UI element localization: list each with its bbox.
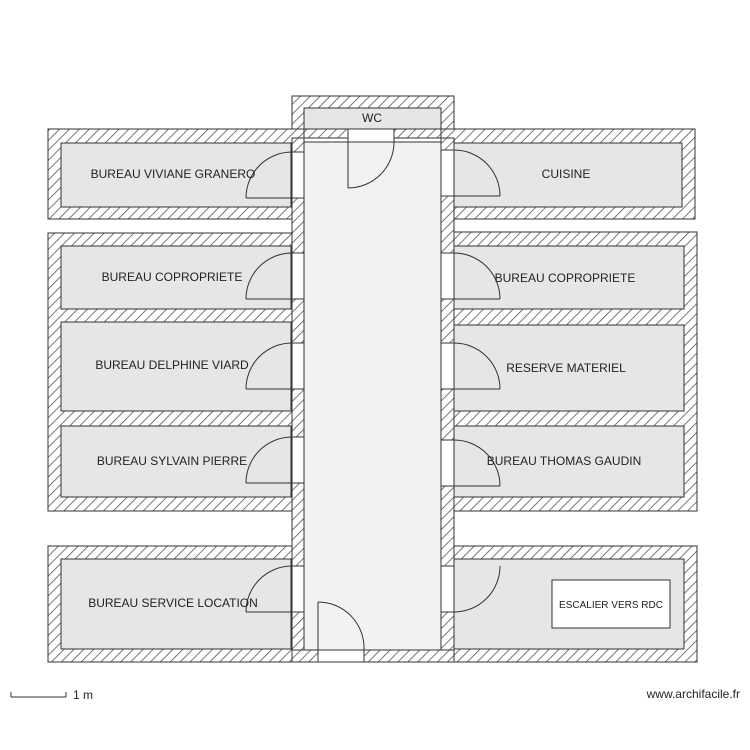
site-watermark: www.archifacile.fr: [646, 687, 740, 701]
label-copro-left: BUREAU COPROPRIETE: [102, 270, 243, 284]
label-thomas: BUREAU THOMAS GAUDIN: [487, 454, 641, 468]
label-copro-right: BUREAU COPROPRIETE: [495, 271, 636, 285]
scale-bar: [10, 692, 67, 698]
room-location: [60, 558, 292, 650]
door-copro-left: [245, 252, 305, 300]
label-wc: WC: [362, 111, 382, 125]
door-escalier: [440, 565, 501, 613]
door-location: [245, 565, 305, 613]
rooms: [60, 107, 685, 650]
label-delphine: BUREAU DELPHINE VIARD: [95, 358, 249, 372]
door-thomas: [440, 439, 501, 487]
room-reserve: [453, 324, 685, 412]
door-sylvain: [245, 436, 305, 484]
door-wc: [347, 128, 395, 189]
stair-box: [551, 579, 671, 629]
label-location: BUREAU SERVICE LOCATION: [88, 596, 258, 610]
door-cuisine: [440, 149, 501, 197]
door-entrance: [317, 601, 365, 663]
scale-label: 1 m: [73, 688, 94, 702]
label-escalier: ESCALIER VERS RDC: [559, 600, 663, 611]
door-viviane: [245, 151, 305, 199]
label-sylvain: BUREAU SYLVAIN PIERRE: [97, 454, 247, 468]
door-copro-right: [440, 252, 501, 300]
label-reserve: RESERVE MATERIEL: [506, 361, 626, 375]
room-delphine: [60, 321, 292, 412]
door-delphine: [245, 342, 305, 390]
door-reserve: [440, 342, 501, 390]
room-viviane: [60, 142, 292, 208]
label-viviane: BUREAU VIVIANE GRANERO: [91, 167, 256, 181]
label-cuisine: CUISINE: [542, 167, 591, 181]
corridor: [303, 141, 442, 651]
doors: [245, 128, 501, 663]
room-labels: WC BUREAU VIVIANE GRANERO CUISINE BUREAU…: [88, 111, 663, 611]
wall-corridor-bottom: [291, 649, 455, 663]
room-thomas: [453, 425, 685, 498]
room-sylvain: [60, 425, 292, 498]
